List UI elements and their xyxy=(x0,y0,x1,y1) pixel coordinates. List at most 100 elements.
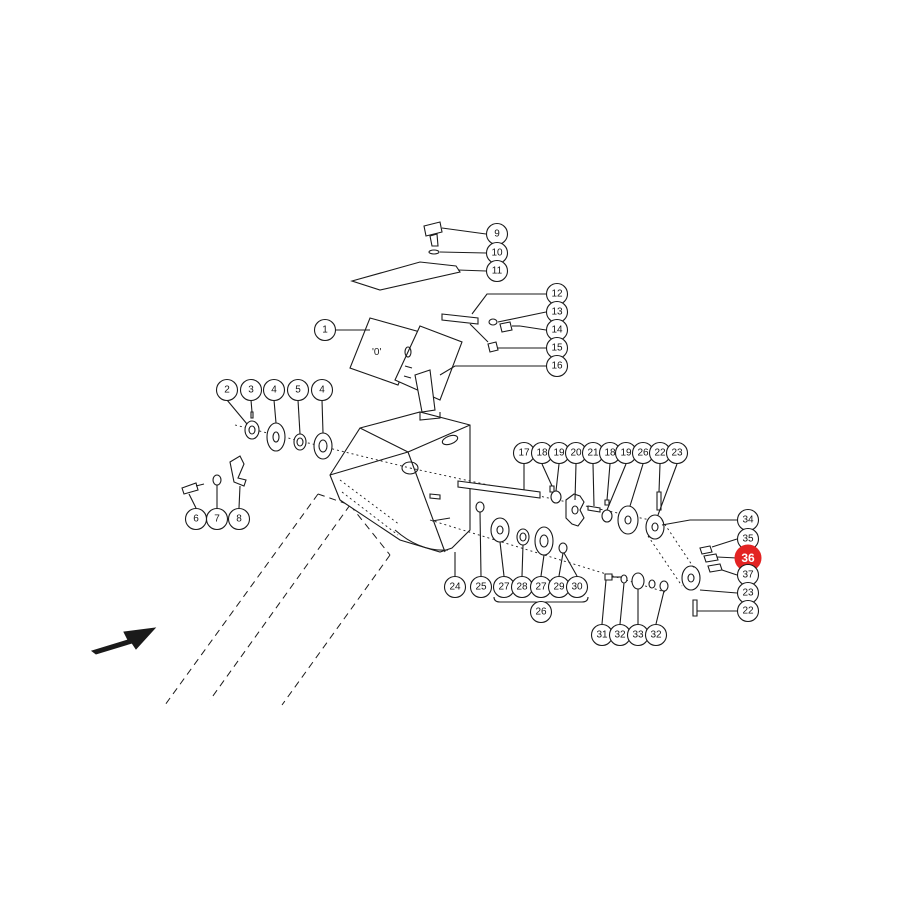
leader-line xyxy=(655,590,665,625)
callout-number: 19 xyxy=(553,448,565,459)
svg-text:'0': '0' xyxy=(372,347,381,358)
callout-bubble[interactable]: 1 xyxy=(313,318,337,342)
cover-plates: '0' xyxy=(349,317,463,413)
callout-number: 9 xyxy=(494,229,500,240)
callout-number: 8 xyxy=(236,514,242,525)
callout-bubble[interactable]: 8 xyxy=(227,507,251,531)
callout-circle xyxy=(665,441,689,465)
gearbox-housing xyxy=(329,411,471,553)
leader-line xyxy=(555,463,560,492)
callout-number: 3 xyxy=(248,385,254,396)
callout-number: 19 xyxy=(620,448,632,459)
direction-arrow xyxy=(90,627,157,655)
lower-fasteners xyxy=(604,572,669,592)
callout-highlighted[interactable]: 36 xyxy=(734,544,762,572)
callout-number: 26 xyxy=(637,448,649,459)
callout-number: 7 xyxy=(214,514,220,525)
callout-number: 5 xyxy=(295,385,301,396)
callout-circle xyxy=(736,599,760,623)
leader-line xyxy=(658,463,661,493)
leader-line xyxy=(606,463,627,511)
top-bracket xyxy=(350,221,461,291)
leader-line xyxy=(439,251,487,254)
leader-lines xyxy=(188,227,738,625)
leader-line xyxy=(439,365,546,376)
leader-line xyxy=(471,293,546,315)
callout-circle xyxy=(545,354,569,378)
left-side-parts xyxy=(181,411,333,495)
callout-number: 10 xyxy=(491,248,503,259)
leader-line xyxy=(716,556,738,559)
callout-number: 20 xyxy=(570,448,582,459)
callout-bubble[interactable]: 16 xyxy=(545,354,569,378)
callout-number: 12 xyxy=(551,289,563,300)
callout-circle xyxy=(313,318,337,342)
leader-line xyxy=(273,399,277,424)
leader-line xyxy=(657,463,678,516)
callout-number: 32 xyxy=(650,630,662,641)
callout-circle xyxy=(262,378,286,402)
callout-bubble[interactable]: 9 xyxy=(485,222,509,246)
callout-circle xyxy=(205,507,229,531)
callout-bubble[interactable]: 4 xyxy=(262,378,286,402)
callout-bubble[interactable]: 37 xyxy=(736,563,760,587)
callout-circle xyxy=(644,623,668,647)
leader-line xyxy=(721,569,738,576)
callout-number: 18 xyxy=(536,448,548,459)
leader-line xyxy=(250,399,253,413)
callout-number: 33 xyxy=(632,630,644,641)
callout-number: 21 xyxy=(587,448,599,459)
callout-number: 15 xyxy=(551,343,563,354)
callout-bubble[interactable]: 31 xyxy=(590,623,614,647)
callout-number: 11 xyxy=(492,266,503,277)
callout-number: 31 xyxy=(596,630,608,641)
callout-bubble[interactable]: 24 xyxy=(443,575,467,599)
callout-circle xyxy=(227,507,251,531)
leader-line xyxy=(226,399,248,425)
callout-bubble[interactable]: 7 xyxy=(205,507,229,531)
callout-bubble[interactable]: 28 xyxy=(510,575,534,599)
callout-bubble[interactable]: 6 xyxy=(184,507,208,531)
callout-bubble[interactable]: 30 xyxy=(565,575,589,599)
callout-bubble[interactable]: 11 xyxy=(485,259,509,283)
callout-bubble[interactable]: 23 xyxy=(665,441,689,465)
leader-line xyxy=(519,325,547,331)
callout-circle xyxy=(443,575,467,599)
callout-bubble[interactable]: 25 xyxy=(469,575,493,599)
callout-bubble[interactable]: 3 xyxy=(239,378,263,402)
callout-bubble[interactable]: 2 xyxy=(215,378,239,402)
leader-line xyxy=(541,463,553,487)
callout-circle xyxy=(565,575,589,599)
callout-number: 13 xyxy=(551,307,563,318)
callout-number: 35 xyxy=(742,534,754,545)
callout-bubble[interactable]: 22 xyxy=(736,599,760,623)
leader-line xyxy=(297,399,301,435)
rod-assembly xyxy=(441,313,520,353)
callout-number: 29 xyxy=(553,582,565,593)
leader-line xyxy=(563,552,578,577)
leader-line xyxy=(479,511,482,577)
callout-bubble[interactable]: 34 xyxy=(736,508,760,532)
callout-number: 27 xyxy=(535,582,547,593)
callout-number: 32 xyxy=(614,630,626,641)
leader-line xyxy=(540,554,545,577)
callout-circle xyxy=(310,378,334,402)
leader-line xyxy=(558,552,564,577)
leader-line xyxy=(606,463,611,501)
callout-circle xyxy=(485,259,509,283)
callout-bubble[interactable]: 32 xyxy=(644,623,668,647)
callout-number: 27 xyxy=(498,582,510,593)
callout-number: 30 xyxy=(571,582,583,593)
callout-number: 4 xyxy=(271,385,277,396)
callout-number: 37 xyxy=(742,570,754,581)
callout-bubble[interactable]: 4 xyxy=(310,378,334,402)
callout-number: 4 xyxy=(319,385,325,396)
callout-bubble[interactable]: 26 xyxy=(529,600,553,624)
callout-number: 1 xyxy=(322,325,328,336)
leader-line xyxy=(497,311,547,323)
leader-line xyxy=(321,399,324,434)
callout-number: 28 xyxy=(516,582,528,593)
callout-bubble[interactable]: 5 xyxy=(286,378,310,402)
